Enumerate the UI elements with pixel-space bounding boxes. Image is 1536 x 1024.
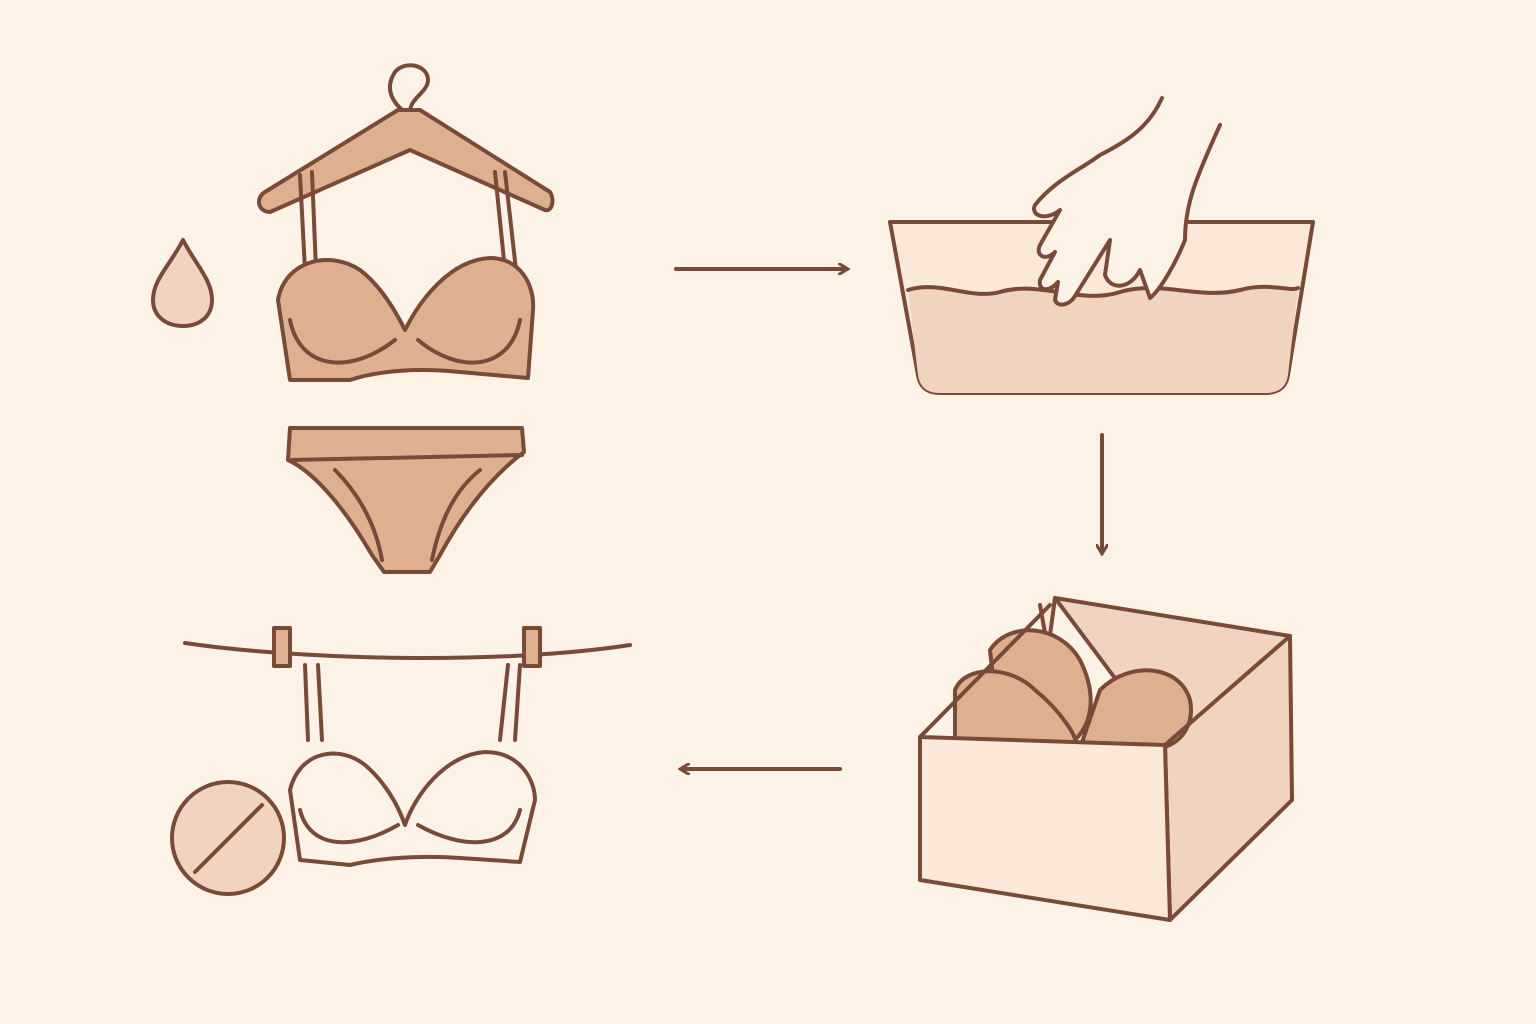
water-drop-icon (151, 238, 214, 328)
bra-on-hanger-icon (257, 63, 555, 382)
line-drying-bra-icon (183, 626, 632, 867)
panties-icon (286, 426, 526, 574)
storage-box-icon (918, 596, 1294, 922)
no-dryer-icon (170, 780, 286, 896)
hand-washing-basin-icon (888, 96, 1315, 395)
